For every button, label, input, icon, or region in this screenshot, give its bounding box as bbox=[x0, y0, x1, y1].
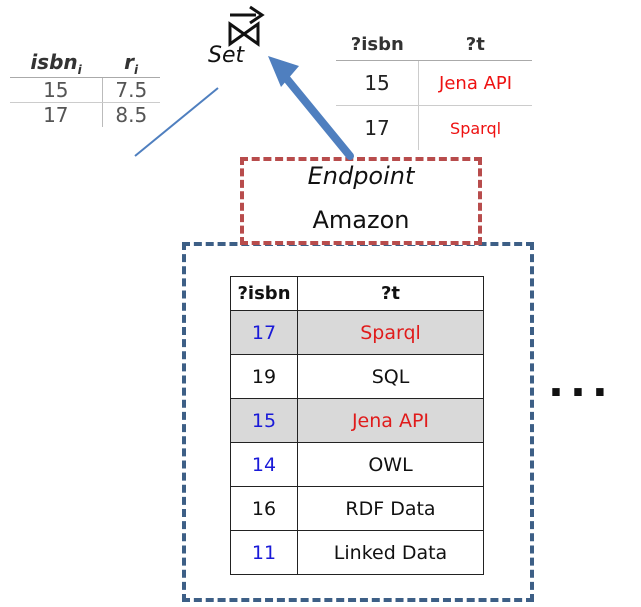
endpoint-title: Endpoint bbox=[307, 162, 415, 190]
set-connector-line bbox=[134, 87, 219, 157]
more-endpoints-ellipsis: ... bbox=[548, 357, 614, 406]
data-isbn-cell: 17 bbox=[230, 310, 298, 355]
rating-header: ri bbox=[102, 50, 160, 78]
data-row: 17 Sparql bbox=[230, 310, 484, 355]
flow-arrow-shaft bbox=[278, 69, 354, 160]
data-row: 11 Linked Data bbox=[230, 530, 484, 575]
ratings-row: 17 8.5 bbox=[10, 102, 160, 127]
result-title-cell: Jena API bbox=[418, 60, 532, 106]
ratings-value-cell: 8.5 bbox=[115, 103, 148, 127]
data-row: 16 RDF Data bbox=[230, 486, 484, 531]
join-icon-arrowhead bbox=[249, 5, 265, 25]
data-isbn-cell: 16 bbox=[230, 486, 298, 531]
result-isbn-cell: 17 bbox=[336, 105, 420, 150]
result-header-row: ?isbn ?t bbox=[336, 28, 532, 61]
rating-subscript: i bbox=[133, 63, 139, 77]
data-title-cell: RDF Data bbox=[297, 486, 484, 531]
bowtie-join-icon bbox=[228, 5, 265, 47]
rating-header-text: r bbox=[124, 50, 134, 74]
data-isbn-cell: 11 bbox=[230, 530, 298, 575]
join-icon-bowtie bbox=[228, 21, 260, 47]
result-title-header: ?t bbox=[418, 28, 532, 61]
data-row: 19 SQL bbox=[230, 354, 484, 399]
data-title-cell: Jena API bbox=[297, 398, 484, 443]
result-row: 15 Jena API bbox=[336, 60, 532, 106]
data-title-cell: Sparql bbox=[297, 310, 484, 355]
isbn-subscript: i bbox=[77, 63, 82, 77]
ratings-isbn-cell: 15 bbox=[10, 77, 103, 103]
data-isbn-header: ?isbn bbox=[230, 276, 298, 311]
data-title-cell: SQL bbox=[297, 354, 484, 399]
result-isbn-cell: 15 bbox=[336, 60, 420, 106]
ratings-row: 15 7.5 bbox=[10, 77, 160, 103]
data-title-cell: OWL bbox=[297, 442, 484, 487]
result-title-cell: Sparql bbox=[450, 118, 502, 138]
ratings-isbn-cell: 17 bbox=[10, 102, 103, 127]
isbn-header-text: isbn bbox=[30, 50, 78, 74]
endpoint-box bbox=[240, 157, 482, 245]
data-row: 14 OWL bbox=[230, 442, 484, 487]
isbn-header: isbni bbox=[10, 50, 103, 78]
result-table: ?isbn ?t 15 Jena API 17 Sparql bbox=[336, 28, 532, 150]
endpoint-name: Amazon bbox=[312, 206, 410, 234]
result-isbn-header: ?isbn bbox=[336, 28, 419, 61]
arrow-up-left-icon bbox=[268, 56, 354, 160]
flow-arrow-head bbox=[268, 56, 299, 87]
endpoint-data-table: ?isbn ?t 17 Sparql 19 SQL 15 Jena API 14… bbox=[230, 276, 484, 575]
ratings-value-cell: 7.5 bbox=[102, 77, 160, 103]
ratings-header-row: isbni ri bbox=[10, 50, 160, 78]
data-title-cell: Linked Data bbox=[297, 530, 484, 575]
result-row: 17 Sparql bbox=[336, 105, 532, 150]
ratings-table: isbni ri 15 7.5 17 8.5 bbox=[10, 50, 160, 127]
set-operator-label: Set bbox=[208, 43, 245, 68]
